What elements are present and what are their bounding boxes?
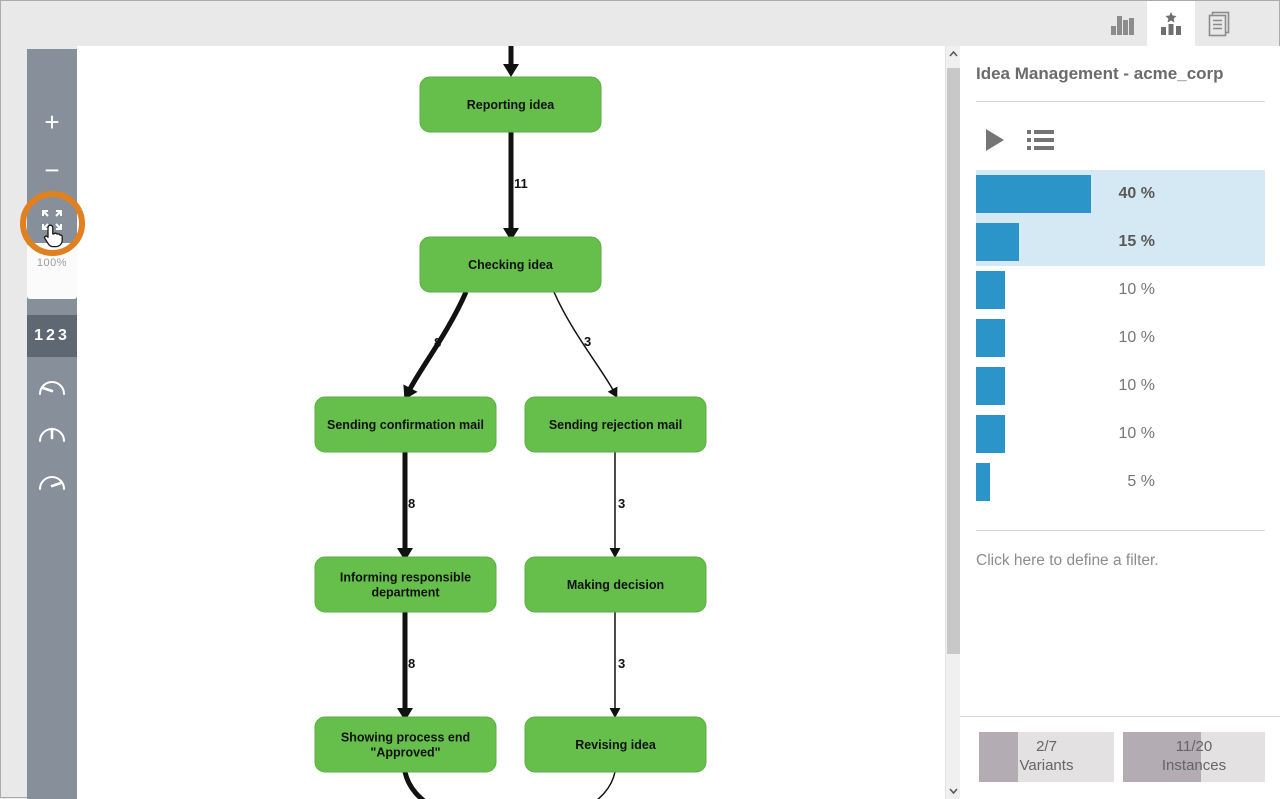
variants-count-label: Variants <box>1019 757 1074 774</box>
selection-summary-bar: 2/7 Variants 11/20 Instances <box>960 716 1280 799</box>
variant-percent-label: 10 % <box>1118 377 1155 394</box>
edge-frequency-label: 3 <box>584 334 591 349</box>
process-edge <box>597 771 616 799</box>
canvas-vertical-scrollbar <box>945 46 960 799</box>
tab-process-explorer[interactable] <box>1099 1 1147 46</box>
variant-percent-label: 10 % <box>1118 425 1155 442</box>
divider <box>976 530 1265 531</box>
edge-frequency-label: 8 <box>408 656 415 671</box>
bar-chart-icon <box>1111 15 1134 35</box>
variant-row-3[interactable]: 10 % <box>976 266 1265 314</box>
variants-count-button[interactable]: 2/7 Variants <box>979 732 1114 782</box>
variant-frequency-bar <box>976 367 1005 405</box>
chevron-down-icon <box>949 788 958 794</box>
top-bar <box>1 1 1279 46</box>
zoom-toolbar: + − 100% 123 <box>27 49 77 799</box>
variant-percent-label: 15 % <box>1118 233 1155 250</box>
node-label: Revising idea <box>575 738 657 752</box>
frequency-numbers-button[interactable]: 123 <box>27 315 77 357</box>
gauge-low-icon <box>39 381 65 395</box>
zoom-out-button[interactable]: − <box>44 154 60 185</box>
variant-row-1[interactable]: 40 % <box>976 170 1265 218</box>
variant-frequency-bar <box>976 319 1005 357</box>
variant-percent-label: 10 % <box>1118 281 1155 298</box>
process-edge <box>553 291 618 398</box>
variants-star-chart-icon <box>1161 11 1181 35</box>
variant-frequency-list: 40 % 15 % 10 % 10 % 10 % 10 % 5 % <box>976 170 1265 506</box>
variant-frequency-bar <box>976 223 1020 261</box>
gauge-mid-button[interactable] <box>27 420 77 448</box>
list-view-button[interactable] <box>1027 129 1054 151</box>
gauge-high-icon <box>39 476 65 490</box>
gauge-low-button[interactable] <box>27 373 77 401</box>
variant-toolbar <box>984 128 1054 152</box>
node-label: Checking idea <box>468 258 554 272</box>
process-edge <box>402 771 426 799</box>
node-label: Sending confirmation mail <box>327 418 484 432</box>
instances-count-button[interactable]: 11/20 Instances <box>1123 732 1265 782</box>
variant-row-4[interactable]: 10 % <box>976 314 1265 362</box>
node-label: "Approved" <box>370 746 440 760</box>
variants-count-value: 2/7 <box>1036 738 1057 756</box>
chevron-up-icon <box>949 51 958 57</box>
process-node-showing-process-end-approved[interactable]: Showing process end"Approved" <box>314 716 497 773</box>
variant-row-7[interactable]: 5 % <box>976 458 1265 506</box>
variant-frequency-bar <box>976 415 1005 453</box>
process-node-checking-idea[interactable]: Checking idea <box>419 236 602 293</box>
gauge-mid-icon <box>39 427 65 442</box>
edge-frequency-label: 8 <box>408 496 415 511</box>
instances-progress-fill <box>1123 732 1202 782</box>
zoom-in-button[interactable]: + <box>44 106 60 137</box>
process-node-revising-idea[interactable]: Revising idea <box>524 716 707 773</box>
play-button[interactable] <box>984 128 1005 152</box>
node-label: Reporting idea <box>467 98 556 112</box>
divider <box>976 101 1265 102</box>
instances-count-value: 11/20 <box>1175 738 1213 756</box>
instances-count-label: Instances <box>1161 757 1227 774</box>
documents-icon <box>1208 11 1230 36</box>
node-label: department <box>371 586 440 600</box>
filter-hint-link[interactable]: Click here to define a filter. <box>976 552 1159 569</box>
process-node-sending-confirmation-mail[interactable]: Sending confirmation mail <box>314 396 497 453</box>
hand-cursor-icon <box>43 224 64 254</box>
tab-case-log[interactable] <box>1195 1 1243 46</box>
scrollbar-thumb[interactable] <box>947 68 960 654</box>
variant-percent-label: 5 % <box>1127 473 1155 490</box>
node-label: Making decision <box>567 578 664 592</box>
process-node-making-decision[interactable]: Making decision <box>524 556 707 613</box>
edge-frequency-label: 8 <box>434 335 441 350</box>
scroll-down-button[interactable] <box>946 783 961 799</box>
variant-frequency-bar <box>976 175 1091 213</box>
variant-percent-label: 40 % <box>1118 185 1155 202</box>
process-node-reporting-idea[interactable]: Reporting idea <box>419 76 602 133</box>
node-label: Informing responsible <box>340 571 471 585</box>
variant-row-6[interactable]: 10 % <box>976 410 1265 458</box>
variants-progress-fill <box>979 732 1018 782</box>
variant-row-2[interactable]: 15 % <box>976 218 1265 266</box>
process-node-sending-rejection-mail[interactable]: Sending rejection mail <box>524 396 707 453</box>
scroll-up-button[interactable] <box>946 46 961 62</box>
annotation-highlight-circle <box>20 191 85 256</box>
node-label: Showing process end <box>341 731 470 745</box>
variant-frequency-bar <box>976 271 1005 309</box>
variant-frequency-bar <box>976 463 991 501</box>
edge-frequency-label: 3 <box>618 496 625 511</box>
node-label: Sending rejection mail <box>549 418 682 432</box>
panel-title: Idea Management - acme_corp <box>976 64 1224 83</box>
edge-frequency-label: 3 <box>618 656 625 671</box>
edge-frequency-label: 11 <box>514 176 528 191</box>
variant-explorer-panel: Idea Management - acme_corp 40 % 15 % 10 %… <box>960 46 1280 799</box>
view-tab-strip <box>1099 1 1243 46</box>
variant-row-5[interactable]: 10 % <box>976 362 1265 410</box>
gauge-high-button[interactable] <box>27 468 77 496</box>
process-edge <box>403 291 469 400</box>
tab-variant-explorer[interactable] <box>1147 1 1195 46</box>
variant-percent-label: 10 % <box>1118 329 1155 346</box>
